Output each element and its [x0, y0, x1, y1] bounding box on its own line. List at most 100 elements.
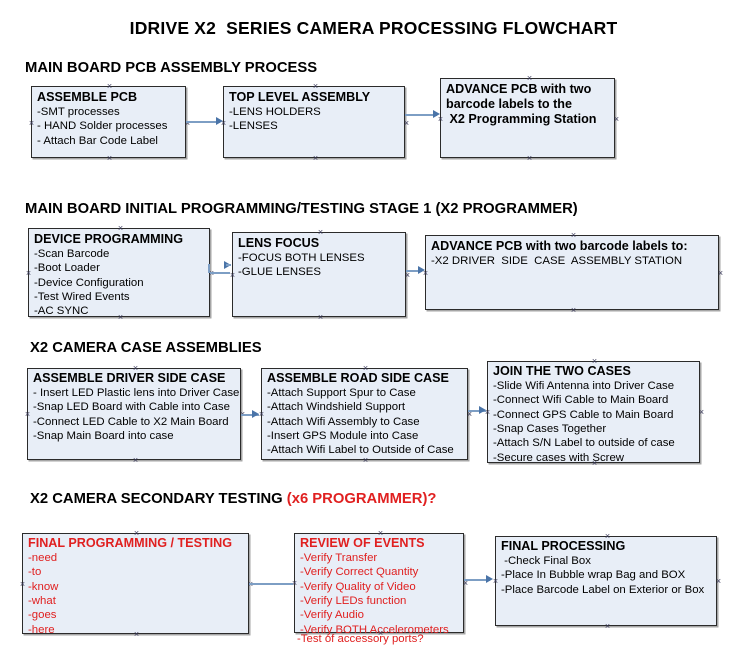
node-line: -Attach Support Spur to Case: [267, 386, 416, 399]
node-title: ASSEMBLE DRIVER SIDE CASE: [33, 371, 226, 385]
connection-handle-top[interactable]: [312, 83, 319, 90]
section-heading-main-board-initial-programming: MAIN BOARD INITIAL PROGRAMMING/TESTING S…: [25, 201, 578, 217]
connection-handle-top[interactable]: [317, 229, 324, 236]
connection-handle-left[interactable]: [258, 411, 265, 418]
node-line: -AC SYNC: [34, 305, 89, 318]
connection-handle-bottom[interactable]: [106, 155, 113, 162]
node-line: -Attach Wifi Label to Outside of Case: [267, 444, 454, 457]
node-title-line2: barcode labels to the: [446, 96, 572, 111]
connection-handle-right[interactable]: [403, 120, 410, 127]
connection-handle-left[interactable]: [25, 270, 32, 277]
node-final-processing[interactable]: FINAL PROCESSING -Check Final Box -Place…: [495, 536, 717, 626]
connector-driver-case-to-road-case: [241, 414, 259, 416]
node-lens-focus[interactable]: LENS FOCUS -FOCUS BOTH LENSES -GLUE LENS…: [232, 232, 406, 317]
node-title: ASSEMBLE PCB: [37, 90, 138, 104]
node-line: -Check Final Box: [501, 554, 591, 567]
node-advance-pcb-programming-station[interactable]: ADVANCE PCB with two barcode labels to t…: [440, 78, 615, 158]
connection-handle-right[interactable]: [698, 409, 705, 416]
connector-elbow-tail: [226, 264, 231, 266]
connection-handle-right[interactable]: [613, 116, 620, 123]
connection-handle-top[interactable]: [570, 232, 577, 239]
node-line: - Insert LED Plastic lens into Driver Ca…: [33, 386, 240, 399]
node-review-of-events[interactable]: REVIEW OF EVENTS -Verify Transfer -Verif…: [294, 530, 464, 645]
connection-handle-top[interactable]: [132, 365, 139, 372]
node-title: ADVANCE PCB with two barcode labels to:: [431, 239, 688, 253]
connection-handle-left[interactable]: [19, 581, 26, 588]
connection-handle-right[interactable]: [404, 272, 411, 279]
node-line: -Insert GPS Module into Case: [267, 429, 419, 442]
node-line: -Device Configuration: [34, 276, 144, 289]
connector-assemble-pcb-to-top-level: [186, 121, 220, 123]
node-overflow-line: -Test of accessory ports?: [297, 633, 424, 645]
node-line: -know: [28, 580, 59, 593]
connection-handle-bottom[interactable]: [570, 307, 577, 314]
node-line: -Attach S/N Label to outside of case: [493, 437, 675, 450]
connection-handle-top[interactable]: [604, 533, 611, 540]
node-line: -Slide Wifi Antenna into Driver Case: [493, 379, 675, 392]
node-line: -goes: [28, 609, 57, 622]
connection-handle-right[interactable]: [466, 411, 473, 418]
node-line: -need: [28, 551, 58, 564]
connection-handle-left[interactable]: [28, 120, 35, 127]
connection-handle-bottom[interactable]: [312, 155, 319, 162]
node-device-programming[interactable]: DEVICE PROGRAMMING -Scan Barcode -Boot L…: [28, 228, 210, 317]
connection-handle-right[interactable]: [462, 580, 469, 587]
node-top-level-assembly[interactable]: TOP LEVEL ASSEMBLY -LENS HOLDERS -LENSES: [223, 86, 405, 158]
connection-handle-bottom[interactable]: [117, 314, 124, 321]
section-heading-text: X2 CAMERA SECONDARY TESTING: [30, 491, 287, 507]
node-line: -Attach Wifi Assembly to Case: [267, 415, 420, 428]
node-line: -Verify LEDs function: [300, 594, 407, 607]
connection-handle-left[interactable]: [24, 411, 31, 418]
node-title: ASSEMBLE ROAD SIDE CASE: [267, 371, 449, 385]
connector-elbow: [208, 264, 210, 273]
node-advance-pcb-driver-side-station[interactable]: ADVANCE PCB with two barcode labels to: …: [425, 235, 719, 310]
node-title: TOP LEVEL ASSEMBLY: [229, 90, 371, 104]
node-assemble-pcb[interactable]: ASSEMBLE PCB -SMT processes - HAND Solde…: [31, 86, 186, 158]
connection-handle-top[interactable]: [133, 530, 140, 537]
connection-handle-left[interactable]: [229, 272, 236, 279]
node-line: -LENS HOLDERS: [229, 105, 321, 118]
node-line: -Verify Quality of Video: [300, 580, 416, 593]
node-join-the-two-cases[interactable]: JOIN THE TWO CASES -Slide Wifi Antenna i…: [487, 358, 700, 464]
connector-lens-focus-to-advance-pcb: [406, 270, 422, 272]
node-title: REVIEW OF EVENTS: [300, 536, 425, 550]
connector-review-to-final-processing: [464, 579, 490, 581]
connection-handle-top[interactable]: [526, 75, 533, 82]
connection-handle-top[interactable]: [106, 83, 113, 90]
connector-top-level-to-advance-pcb: [405, 114, 437, 116]
connection-handle-bottom[interactable]: [377, 630, 384, 637]
node-title: ADVANCE PCB with two: [446, 82, 592, 96]
node-final-programming-testing[interactable]: FINAL PROGRAMMING / TESTING -need -to -k…: [19, 530, 249, 636]
connection-handle-top[interactable]: [591, 358, 598, 365]
connection-handle-top[interactable]: [377, 530, 384, 537]
connection-handle-bottom[interactable]: [133, 631, 140, 638]
section-heading-main-board-pcb-assembly: MAIN BOARD PCB ASSEMBLY PROCESS: [25, 60, 318, 76]
connection-handle-bottom[interactable]: [132, 457, 139, 464]
node-title: JOIN THE TWO CASES: [493, 364, 631, 378]
node-line: -to: [28, 566, 42, 579]
node-assemble-driver-side-case[interactable]: ASSEMBLE DRIVER SIDE CASE - Insert LED P…: [27, 368, 241, 460]
node-assemble-road-side-case[interactable]: ASSEMBLE ROAD SIDE CASE -Attach Support …: [261, 368, 468, 460]
connector-final-programming-to-review: [249, 583, 293, 585]
node-line: -FOCUS BOTH LENSES: [238, 251, 365, 264]
connection-handle-bottom[interactable]: [317, 314, 324, 321]
arrowhead-icon: [216, 117, 223, 125]
connection-handle-left[interactable]: [492, 578, 499, 585]
node-line: -Attach Windshield Support: [267, 401, 406, 414]
page-title: IDRIVE X2 SERIES CAMERA PROCESSING FLOWC…: [129, 18, 618, 38]
node-line: -Snap LED Board with Cable into Case: [33, 401, 230, 414]
connection-handle-right[interactable]: [715, 578, 722, 585]
connection-handle-bottom[interactable]: [362, 457, 369, 464]
connection-handle-right[interactable]: [717, 270, 724, 277]
node-line: -Place In Bubble wrap Bag and BOX: [501, 569, 686, 582]
arrowhead-icon: [486, 575, 493, 583]
node-line: -Verify Audio: [300, 609, 364, 622]
connection-handle-bottom[interactable]: [591, 460, 598, 467]
connection-handle-top[interactable]: [117, 225, 124, 232]
connection-handle-bottom[interactable]: [526, 155, 533, 162]
node-title-line3: X2 Programming Station: [446, 111, 597, 126]
node-line: -what: [28, 594, 56, 607]
connection-handle-bottom[interactable]: [604, 623, 611, 630]
connection-handle-top[interactable]: [362, 365, 369, 372]
